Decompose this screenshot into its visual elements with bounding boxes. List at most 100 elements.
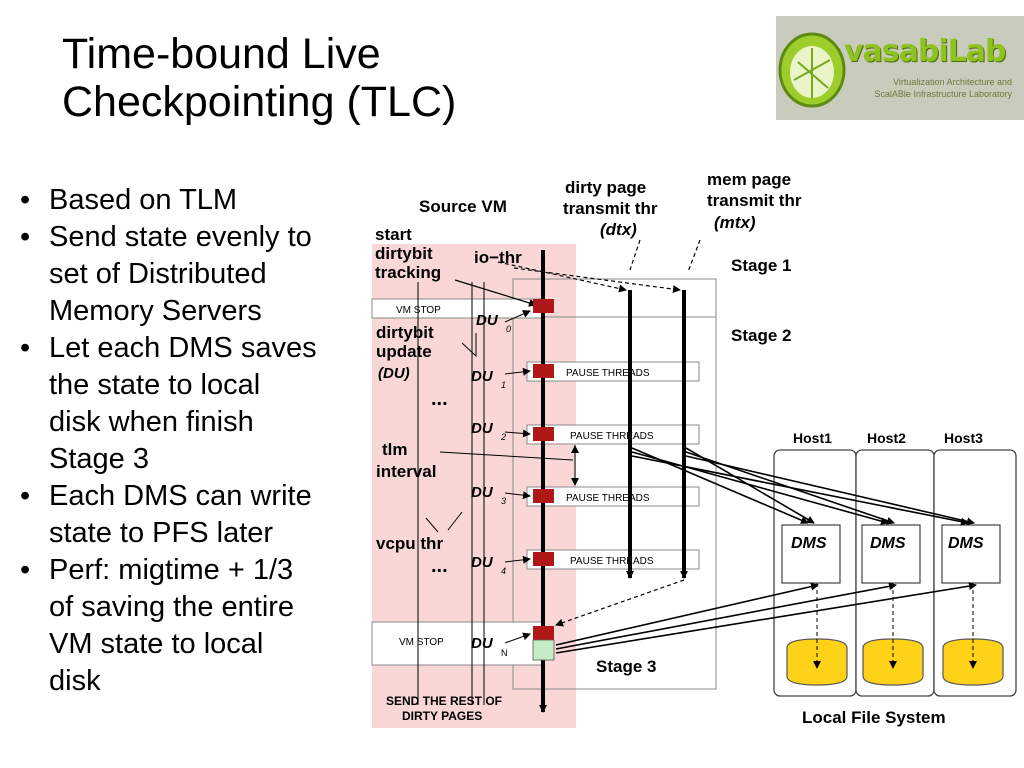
dtx-label-2: transmit thr <box>563 199 658 218</box>
start-tracking-arrow <box>454 279 537 307</box>
du-text: DU <box>471 420 494 437</box>
title-line-1: Time-bound Live <box>62 30 381 78</box>
du-marker <box>533 299 554 313</box>
dms-label-3: DMS <box>948 535 984 552</box>
vcpu-annotation <box>425 517 439 533</box>
stage1-label: Stage 1 <box>731 256 791 275</box>
bullet-line: Send state evenly to <box>49 221 312 253</box>
du-sub: 2 <box>500 432 506 442</box>
ellipsis: ... <box>431 388 448 410</box>
pause-threads-label: PAUSE THREADS <box>566 493 650 504</box>
dtx-label-3: (dtx) <box>600 220 637 239</box>
bullet-dot-icon: • <box>20 332 31 364</box>
start-tracking-label-1: start <box>375 225 412 244</box>
logo-subtitle: Virtualization Architecture and ScalABle… <box>842 76 1012 100</box>
ellipsis: ... <box>431 555 448 577</box>
du-marker <box>533 626 554 640</box>
bullet-dot-icon: • <box>20 480 31 512</box>
du-arrow <box>504 555 531 564</box>
du-marker <box>533 489 554 503</box>
dms-box-3 <box>941 524 1001 584</box>
bullet-line: Memory Servers <box>49 295 262 327</box>
du-text: DU <box>471 635 494 652</box>
dms-box-1 <box>781 524 841 584</box>
send-rest-label-2: DIRTY PAGES <box>402 709 482 723</box>
du-arrow <box>504 632 531 644</box>
pause-threads-label: PAUSE THREADS <box>570 431 654 442</box>
bullet-line: set of Distributed <box>49 258 267 290</box>
bullet-line: VM state to local <box>49 628 264 660</box>
du-sub: N <box>501 648 508 658</box>
bullet-list: • Based on TLM • Send state evenly to se… <box>8 182 368 700</box>
bullet-item: • Let each DMS saves the state to local … <box>8 330 368 478</box>
dtx-label-1: dirty page <box>565 178 646 197</box>
bullet-line: of saving the entire <box>49 591 295 623</box>
vcpu-thr-label: vcpu thr <box>376 534 443 553</box>
host1-label: Host1 <box>793 430 832 446</box>
tlm-interval-line <box>439 451 574 461</box>
stage2-label: Stage 2 <box>731 326 791 345</box>
io-to-dtx-arrow <box>497 261 627 293</box>
logo-brand: vasabiLab <box>844 34 1006 69</box>
du-sub: 0 <box>506 324 511 334</box>
du-final-marker <box>532 639 555 661</box>
vm-stop-box-bottom <box>371 621 545 666</box>
lime-icon <box>778 32 846 108</box>
bullet-item: • Each DMS can write state to PFS later <box>8 478 368 552</box>
vcpu-annotation <box>447 511 463 531</box>
mtx-pointer <box>687 239 701 273</box>
start-tracking-label-2: dirtybit <box>375 244 433 263</box>
du-label-1: dirtybit <box>376 323 434 342</box>
bullet-line: Let each DMS saves <box>49 332 317 364</box>
pause-threads-label: PAUSE THREADS <box>566 368 650 379</box>
du-sub: 1 <box>501 380 506 390</box>
source-vm-label: Source VM <box>419 197 507 216</box>
du-sub: 4 <box>501 566 506 576</box>
du-marker <box>533 427 554 441</box>
start-tracking-label-3: tracking <box>375 263 441 282</box>
bullet-line: disk when finish <box>49 406 254 438</box>
host3-label: Host3 <box>944 430 983 446</box>
du-text: DU <box>471 368 494 385</box>
vm-stop-label-top: VM STOP <box>396 305 441 316</box>
host2-label: Host2 <box>867 430 906 446</box>
bullet-item: • Send state evenly to set of Distribute… <box>8 219 368 330</box>
title-line-2: Checkpointing (TLC) <box>62 78 457 126</box>
bullet-line: Based on TLM <box>49 184 238 216</box>
du-label-3: (DU) <box>378 365 410 382</box>
dtx-pointer <box>629 239 641 271</box>
du-marker <box>533 364 554 378</box>
local-fs-label: Local File System <box>802 708 946 727</box>
du-arrow <box>504 429 531 438</box>
mtx-label-3: (mtx) <box>714 213 756 232</box>
du-arrow <box>504 491 531 500</box>
bullet-dot-icon: • <box>20 184 31 216</box>
logo-subtitle-2: ScalABle Infrastructure Laboratory <box>874 89 1012 99</box>
du-arrow <box>504 310 531 323</box>
logo-subtitle-1: Virtualization Architecture and <box>893 77 1012 87</box>
transfer-arrow <box>631 455 969 526</box>
transfer-arrow <box>685 455 975 526</box>
transfer-arrow <box>555 582 897 650</box>
du-text: DU <box>471 484 494 501</box>
io-thr-label: io−thr <box>474 248 522 267</box>
dms-label-1: DMS <box>791 535 827 552</box>
bullet-line: state to PFS later <box>49 517 274 549</box>
stage3-label: Stage 3 <box>596 657 656 676</box>
bullet-item: • Based on TLM <box>8 182 368 219</box>
dms-label-2: DMS <box>870 535 906 552</box>
du-annotation-lines <box>461 333 477 358</box>
bullet-dot-icon: • <box>20 554 31 586</box>
vasabilab-logo: vasabiLab Virtualization Architecture an… <box>776 16 1024 120</box>
bullet-line: Each DMS can write <box>49 480 312 512</box>
du-label-2: update <box>376 342 432 361</box>
bullet-line: disk <box>49 665 101 697</box>
dms-box-2 <box>861 524 921 584</box>
mtx-label-1: mem page <box>707 170 791 189</box>
mtx-to-stop-arrow <box>555 579 685 627</box>
transfer-arrow <box>555 582 977 654</box>
transfer-arrow <box>555 582 819 646</box>
send-rest-label-1: SEND THE REST OF <box>386 694 502 708</box>
du-text: DU <box>471 554 494 571</box>
